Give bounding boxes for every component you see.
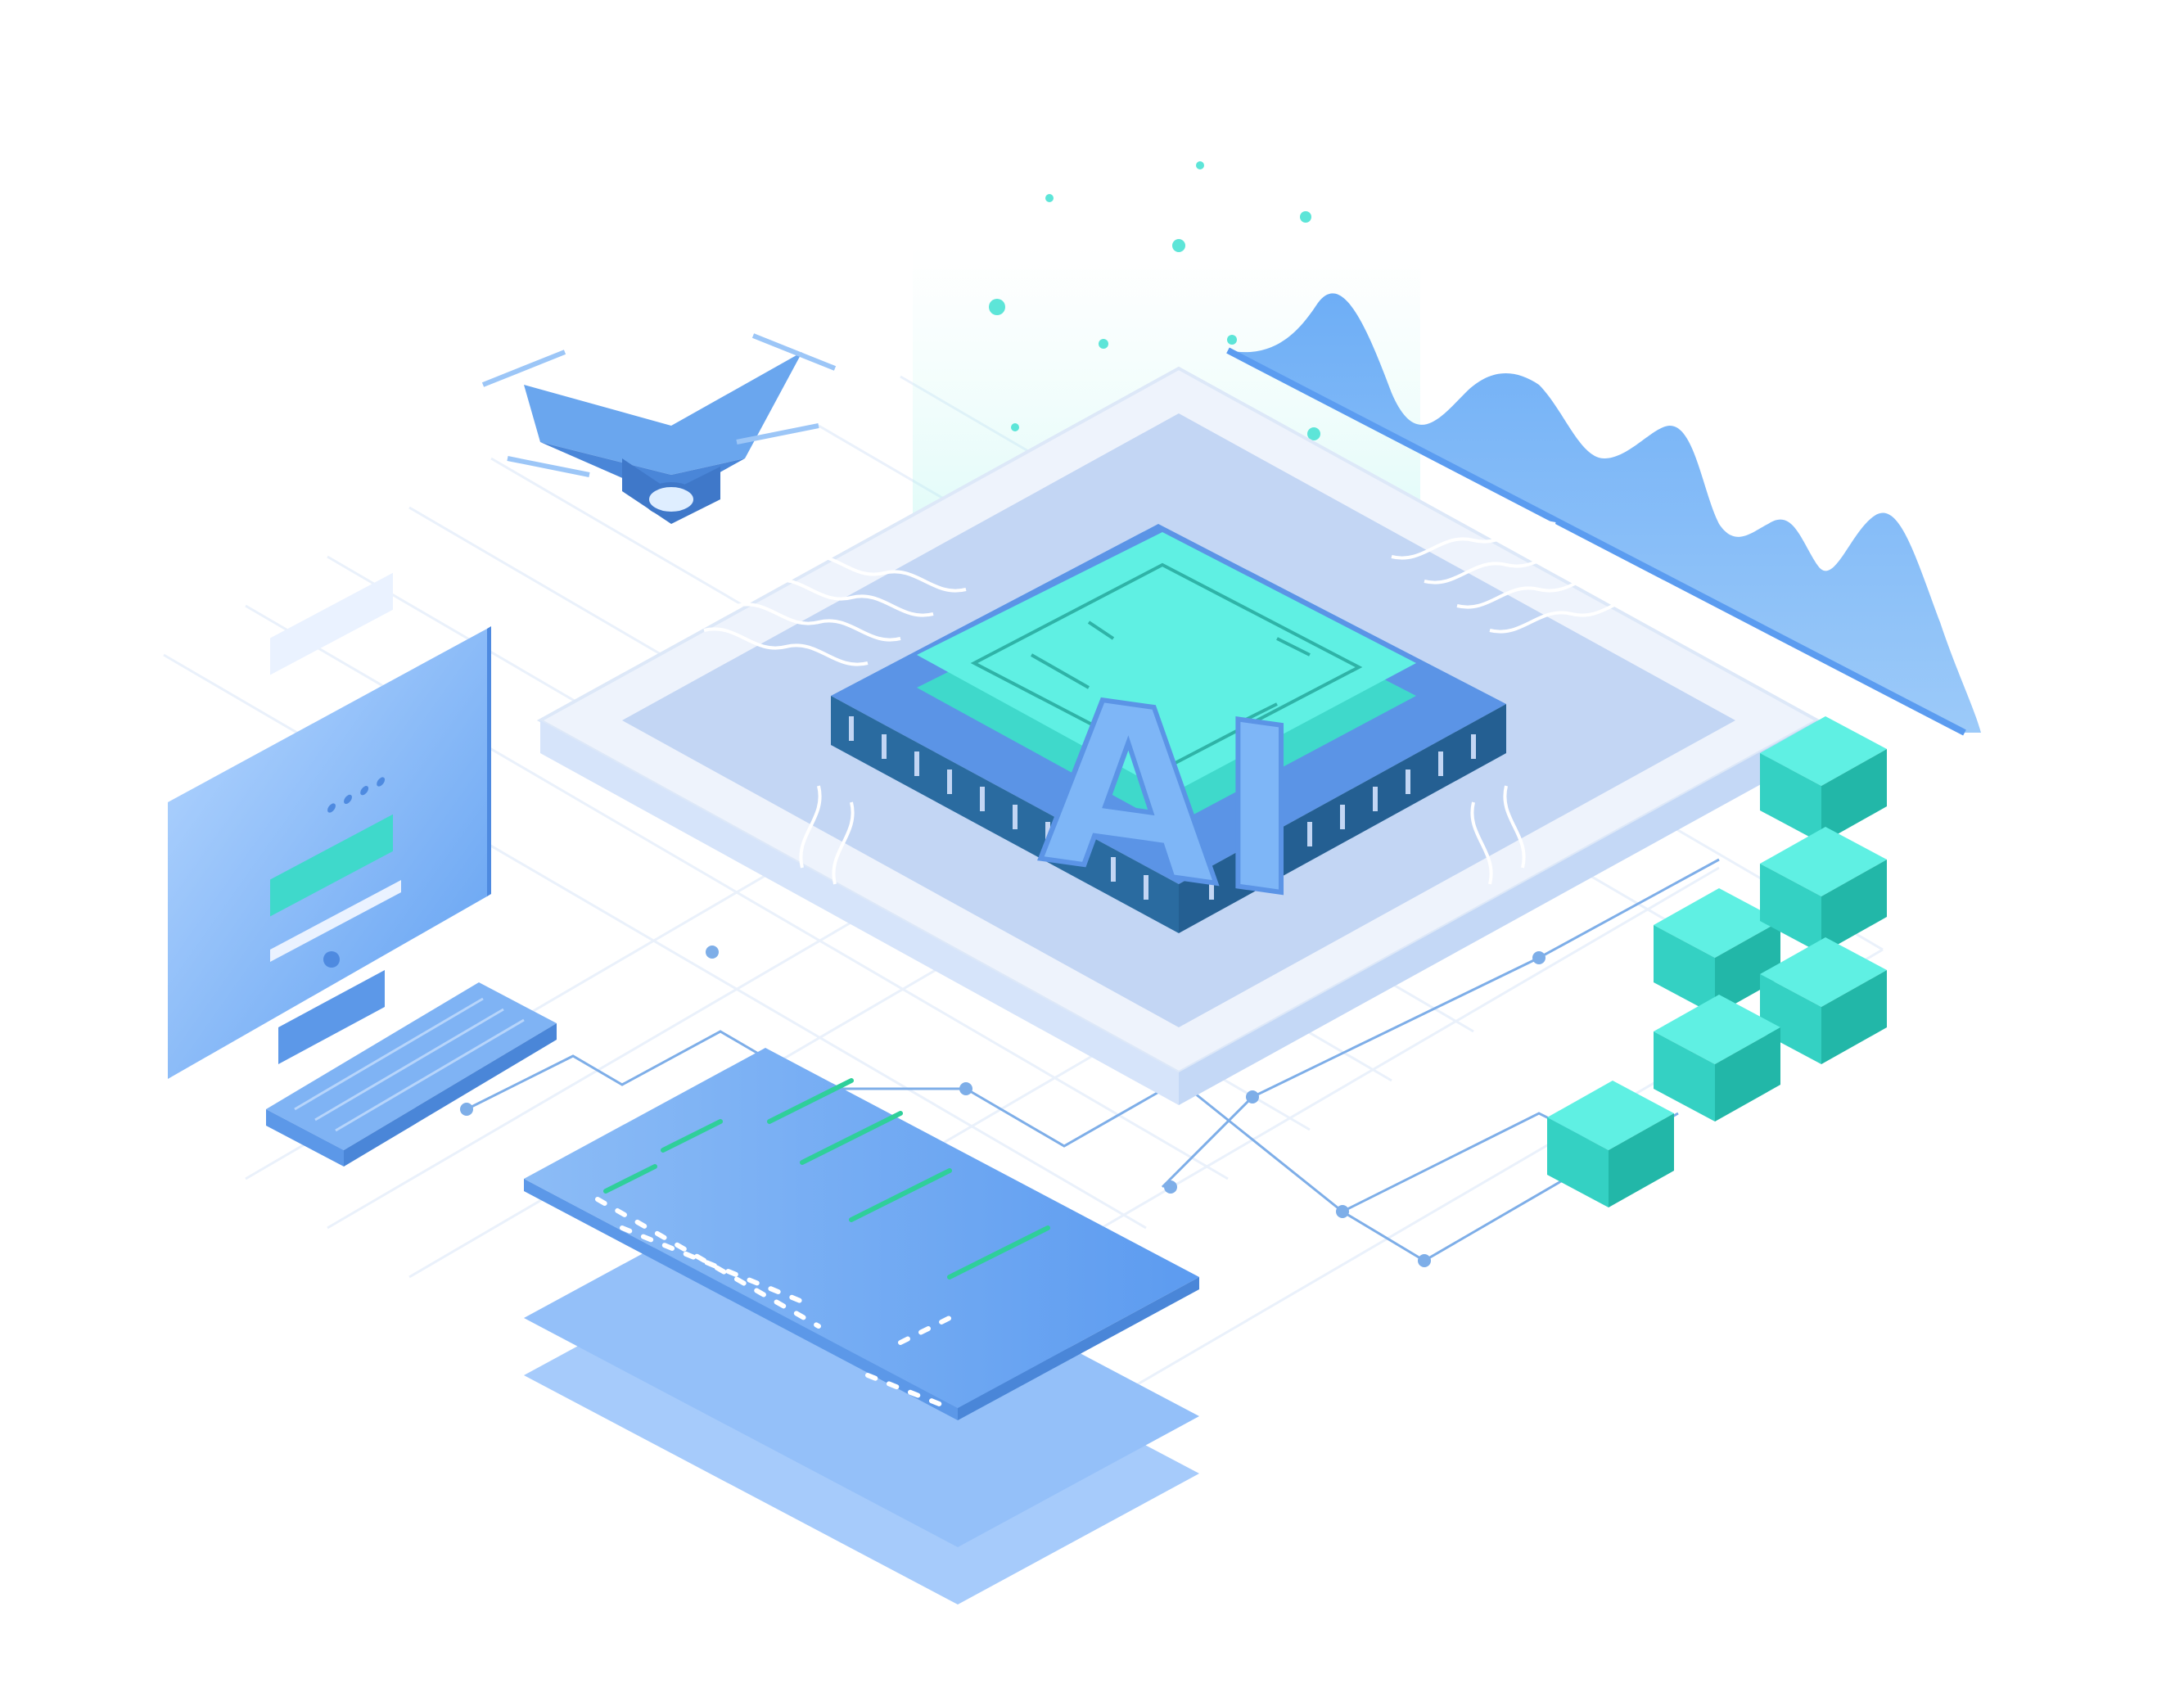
particles	[989, 161, 1350, 440]
code-lines	[595, 1078, 1050, 1410]
login-button[interactable]	[270, 814, 393, 917]
ai-logo-text: AI	[1040, 647, 1302, 950]
drone	[481, 333, 837, 524]
chip-traces	[970, 562, 1363, 768]
cpu-chip	[831, 524, 1506, 933]
area-chart	[1226, 293, 1981, 736]
monitor-power-icon	[323, 951, 340, 968]
code-panel-stack	[524, 1048, 1199, 1604]
circuit-nodes	[460, 946, 1545, 1267]
keyboard-keys	[294, 997, 525, 1132]
monitor: ••••	[168, 572, 491, 1079]
chip-pins	[849, 716, 1476, 900]
circuit-lines	[466, 858, 1720, 1262]
data-blocks	[1547, 716, 1887, 1207]
keyboard	[266, 982, 557, 1167]
login-field-1[interactable]	[270, 572, 393, 675]
ai-logo: AI	[1037, 644, 1305, 952]
drone-propellers	[481, 333, 837, 477]
connector-wires	[703, 521, 1654, 885]
